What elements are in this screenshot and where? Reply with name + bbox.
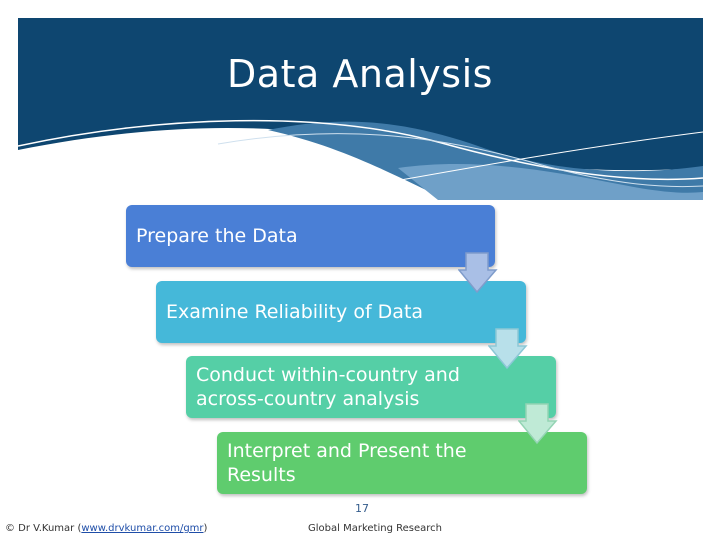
step-conduct-analysis: Conduct within-country and across-countr… <box>186 356 556 418</box>
step-label: Prepare the Data <box>136 225 298 247</box>
step-label: Conduct within-country and across-countr… <box>196 364 460 410</box>
step-prepare-data: Prepare the Data <box>126 205 495 267</box>
footer-course: Global Marketing Research <box>308 523 442 534</box>
title-banner <box>18 18 703 200</box>
arrow-down-icon <box>488 328 528 370</box>
author-link[interactable]: www.drvkumar.com/gmr <box>81 523 204 534</box>
step-label: Interpret and Present the Results <box>227 440 467 486</box>
page-number: 17 <box>355 502 369 515</box>
step-examine-reliability: Examine Reliability of Data <box>156 281 526 343</box>
footer-author: © Dr V.Kumar (www.drvkumar.com/gmr) <box>5 523 208 534</box>
banner-waves <box>18 18 703 200</box>
step-label: Examine Reliability of Data <box>166 301 424 323</box>
step-interpret-results: Interpret and Present the Results <box>217 432 587 494</box>
arrow-down-icon <box>458 252 498 294</box>
page-title: Data Analysis <box>227 52 493 96</box>
arrow-down-icon <box>518 403 558 445</box>
